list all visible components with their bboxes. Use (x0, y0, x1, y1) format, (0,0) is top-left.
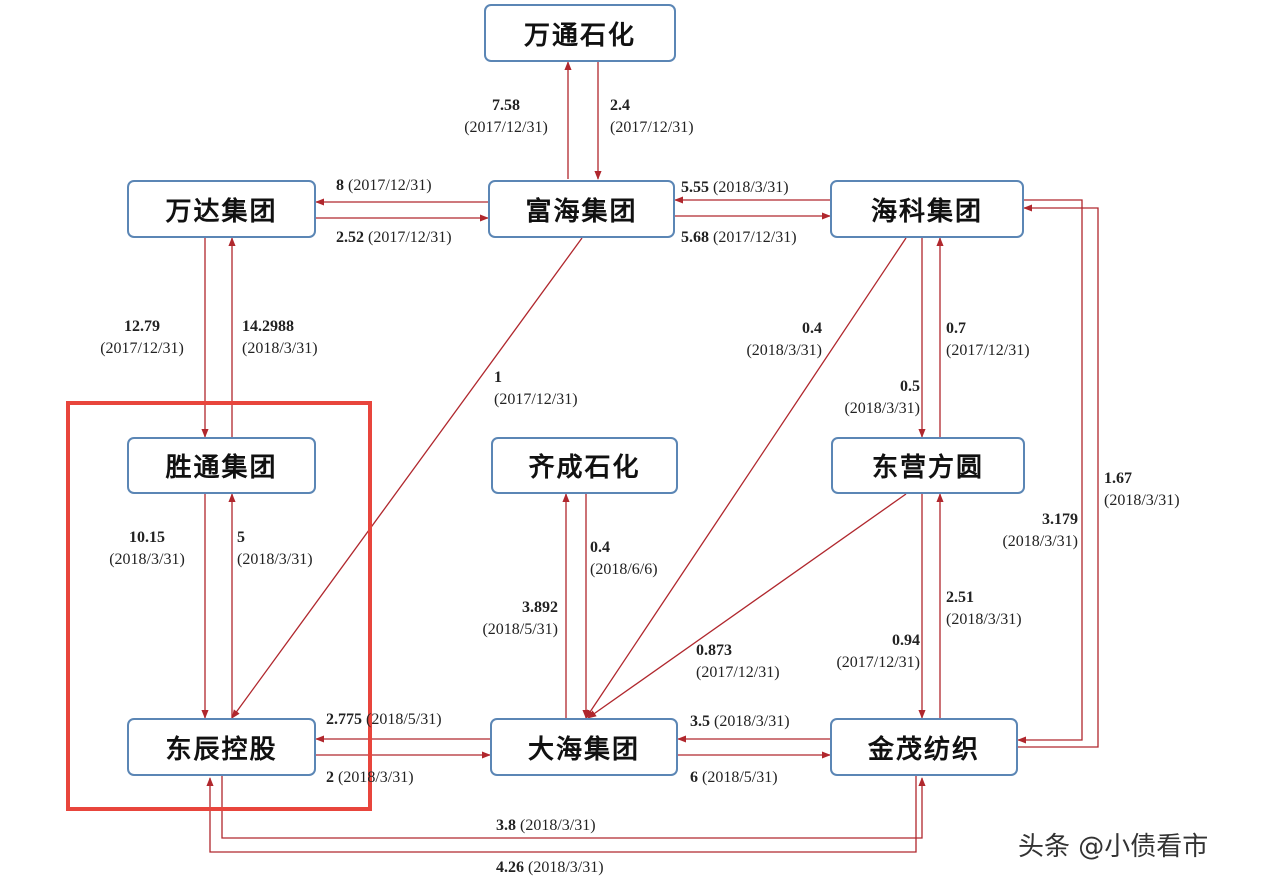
edge-label-e22: 2.775 (2018/5/31) (326, 711, 442, 728)
arrow-e27 (206, 776, 917, 853)
edge-label-e11: 0.7(2017/12/31) (946, 320, 1030, 359)
edge-label-e6: 5.68 (2017/12/31) (681, 229, 797, 246)
edge-label-e5: 5.55 (2018/3/31) (681, 179, 789, 196)
node-dongying: 东营方圆 (831, 437, 1025, 494)
node-wanda: 万达集团 (127, 180, 316, 238)
edge-label-e26: 3.8 (2018/3/31) (496, 817, 596, 834)
edge-label-e14: 3.179(2018/3/31) (1002, 511, 1078, 550)
edge-label-e9: 1(2017/12/31) (494, 369, 578, 408)
edge-label-e24: 3.5 (2018/3/31) (690, 713, 790, 730)
arrow-e10 (585, 237, 907, 719)
edge-label-e10: 0.4(2018/3/31) (746, 320, 822, 359)
watermark-text: 头条 @小债看市 (1018, 832, 1209, 862)
arrow-e9 (231, 237, 583, 719)
arrow-e19 (587, 493, 907, 719)
edge-label-e16: 5(2018/3/31) (237, 529, 313, 568)
edge-label-e2: 2.4(2017/12/31) (610, 97, 694, 136)
arrow-e13 (1018, 204, 1099, 748)
node-shengtong: 胜通集团 (127, 437, 316, 494)
edge-label-e13: 1.67(2018/3/31) (1104, 470, 1180, 509)
node-qicheng: 齐成石化 (491, 437, 678, 494)
edge-label-e20: 0.94(2017/12/31) (836, 632, 920, 671)
edge-label-e12: 0.5(2018/3/31) (844, 378, 920, 417)
edge-label-e18: 0.4(2018/6/6) (590, 539, 658, 578)
dongchen-highlight-box (66, 401, 372, 811)
edge-label-e3: 8 (2017/12/31) (336, 177, 432, 194)
edge-label-e4: 2.52 (2017/12/31) (336, 229, 452, 246)
edge-label-e21: 2.51(2018/3/31) (946, 589, 1022, 628)
node-jinmao: 金茂纺织 (830, 718, 1018, 776)
edge-label-e1: 7.58(2017/12/31) (464, 97, 548, 136)
edge-label-e7: 12.79(2017/12/31) (100, 318, 184, 357)
node-dongchen: 东辰控股 (127, 718, 316, 776)
node-dahai: 大海集团 (490, 718, 678, 776)
edge-label-e27: 4.26 (2018/3/31) (496, 859, 604, 876)
arrow-e14 (1017, 199, 1083, 744)
edge-label-e23: 2 (2018/3/31) (326, 769, 414, 786)
edge-label-e25: 6 (2018/5/31) (690, 769, 778, 786)
edge-label-e19: 0.873(2017/12/31) (696, 642, 780, 681)
edge-label-e15: 10.15(2018/3/31) (109, 529, 185, 568)
edge-label-e17: 3.892(2018/5/31) (482, 599, 558, 638)
node-fuhai: 富海集团 (488, 180, 675, 238)
node-haike: 海科集团 (830, 180, 1024, 238)
edge-label-e8: 14.2988(2018/3/31) (242, 318, 318, 357)
node-wantong: 万通石化 (484, 4, 676, 62)
